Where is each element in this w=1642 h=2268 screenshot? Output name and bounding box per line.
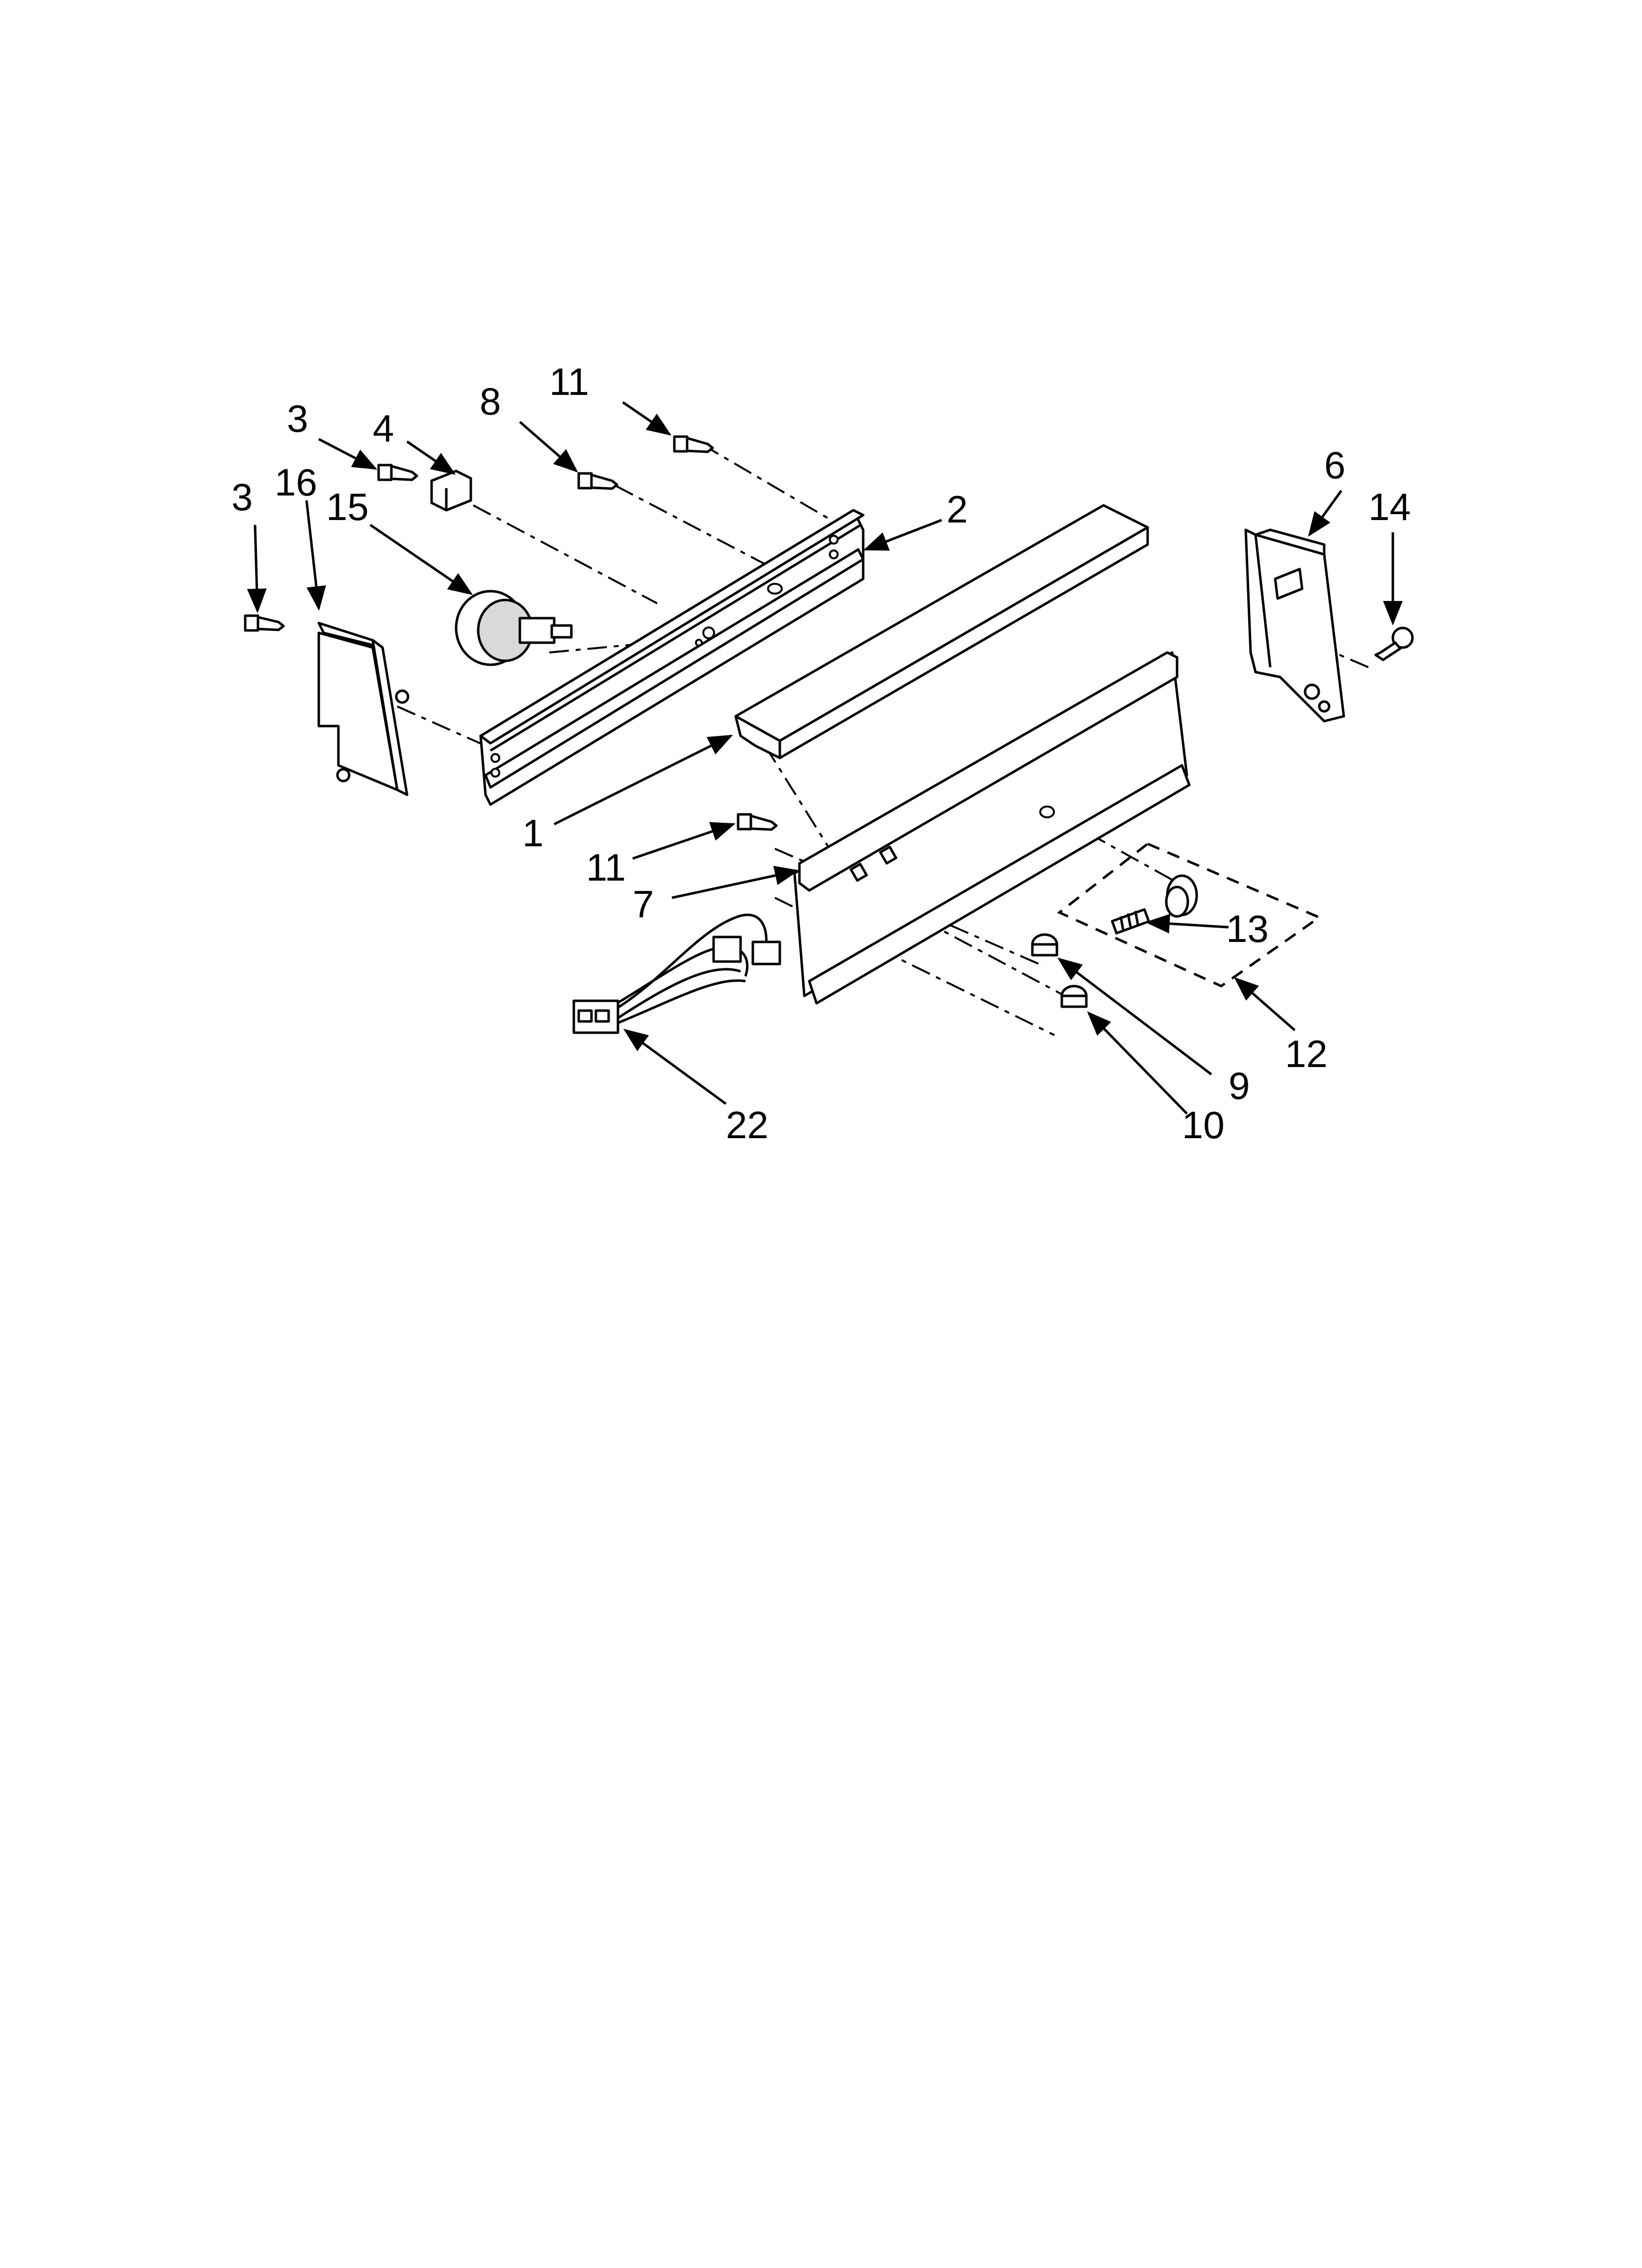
callout-14: 14: [1368, 485, 1411, 528]
wire-harness: [572, 913, 781, 1034]
callout-15: 15: [326, 485, 369, 528]
callout-11-top: 11: [549, 360, 589, 403]
callout-4: 4: [373, 407, 394, 450]
bracket: [430, 469, 472, 512]
buttons: [1031, 933, 1088, 1008]
callout-11-lower: 11: [586, 846, 626, 889]
callout-22: 22: [726, 1103, 769, 1147]
knob: [1165, 874, 1198, 918]
screw-3a: [377, 464, 418, 481]
left-end-cap: [317, 622, 410, 796]
screw-8: [577, 472, 618, 490]
callout-10: 10: [1182, 1103, 1225, 1147]
screw-11b: [737, 813, 778, 831]
leader-arrows: [247, 401, 1403, 1115]
timer-switch: [455, 590, 573, 666]
button-9: [1031, 933, 1058, 957]
callout-3-top: 3: [287, 397, 308, 440]
callout-1: 1: [522, 811, 543, 855]
callout-6: 6: [1324, 443, 1345, 487]
callout-16: 16: [275, 461, 317, 504]
screw-3b: [244, 614, 285, 632]
callout-7: 7: [633, 883, 654, 926]
right-end-cap: [1244, 528, 1345, 723]
console-front-panel: [793, 651, 1191, 1005]
callout-labels: 11 8 3 4 3 16 15 2 6 14 1 11 7 13 12 9 1…: [231, 360, 1411, 1147]
top-trim: [734, 504, 1149, 759]
control-panel-rail: [479, 509, 865, 806]
callout-9: 9: [1229, 1064, 1250, 1107]
spring: [1111, 908, 1150, 935]
callout-13: 13: [1226, 907, 1269, 950]
callout-2: 2: [947, 488, 968, 531]
screws: [244, 435, 1414, 831]
callout-3-left: 3: [231, 475, 253, 519]
screw-11a: [673, 435, 714, 453]
knob-assembly: [1111, 874, 1198, 935]
button-10: [1060, 985, 1088, 1008]
callout-12: 12: [1285, 1032, 1328, 1075]
callout-8: 8: [480, 380, 501, 423]
screw-14: [1374, 626, 1414, 661]
